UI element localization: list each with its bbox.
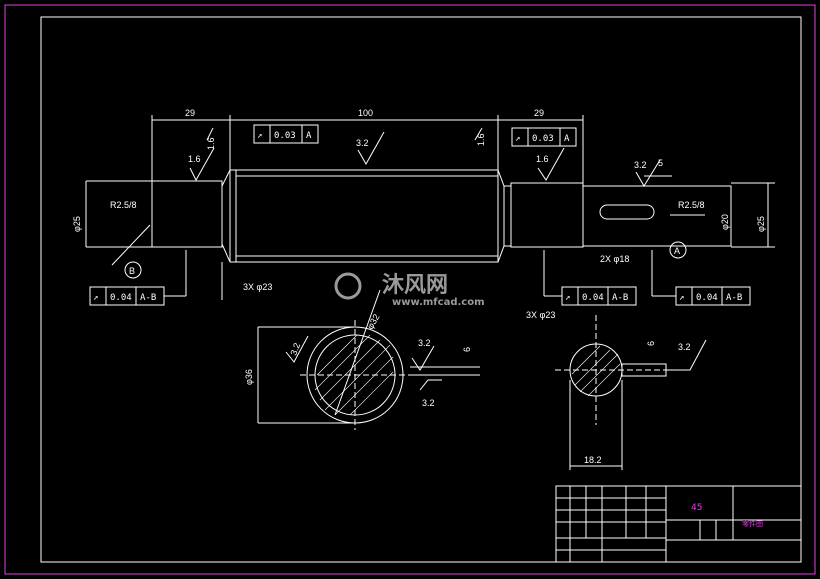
dim-groove-mid: 2X φ18 <box>600 254 629 264</box>
roughness-spline-left: 3.2 <box>288 342 302 357</box>
title-material: 45 <box>691 503 702 513</box>
dim-left-length: 29 <box>185 108 195 118</box>
runout-top-left-datum: A <box>306 131 312 141</box>
runout-bottom-right-symbol: ↗ <box>679 293 684 303</box>
runout-bottom-mid-datum: A-B <box>612 293 628 303</box>
dim-right-fillet: R2.5/8 <box>678 200 705 210</box>
roughness-r1: 1.6 <box>188 154 201 164</box>
runout-top-left-value: 0.03 <box>274 131 296 141</box>
runout-bottom-mid-symbol: ↗ <box>565 293 570 303</box>
roughness-spline-right: 3.2 <box>418 338 431 348</box>
dim-spline-small: 6 <box>462 347 472 352</box>
roughness-r3: 1.6 <box>476 133 486 146</box>
roughness-r4: 1.6 <box>536 154 549 164</box>
runout-bottom-left-symbol: ↗ <box>93 293 98 303</box>
runout-bottom-left-datum: A-B <box>140 293 156 303</box>
dim-left-diameter: φ25 <box>72 216 82 232</box>
roughness-r2: 1.6 <box>206 137 216 150</box>
runout-top-right-value: 0.03 <box>532 134 554 144</box>
dim-middle-length: 100 <box>358 108 373 118</box>
roughness-key-section: 3.2 <box>678 342 691 352</box>
dim-right-outer-diameter: φ25 <box>756 216 766 232</box>
dim-key-width: 6 <box>646 341 656 346</box>
roughness-spline-bottom: 3.2 <box>422 398 435 408</box>
runout-top-right-datum: A <box>564 134 570 144</box>
dim-left-fillet: R2.5/8 <box>110 200 137 210</box>
inner-frame <box>40 16 802 563</box>
dim-key-depth: 18.2 <box>584 455 602 465</box>
key-section-view <box>555 315 707 470</box>
roughness-center: 3.2 <box>356 138 369 148</box>
watermark-brand: 沐风网 <box>382 273 448 298</box>
key-hatch <box>571 345 621 397</box>
roughness-right-top: 3.2 <box>634 160 647 170</box>
outer-frame <box>4 4 816 575</box>
dim-right-length: 29 <box>534 108 544 118</box>
watermark: 沐风网 www.mfcad.com <box>334 272 485 308</box>
runout-bottom-right-value: 0.04 <box>696 293 718 303</box>
dim-groove-right: 3X φ23 <box>526 310 555 320</box>
dim-groove-left: 3X φ23 <box>243 282 272 292</box>
shaft-main-view <box>85 115 775 300</box>
runout-top-right-symbol: ↗ <box>515 134 520 144</box>
watermark-url: www.mfcad.com <box>392 297 485 308</box>
dim-spline-inner: φ32 <box>365 312 382 331</box>
runout-bottom-left-value: 0.04 <box>110 293 132 303</box>
datum-right-label: A <box>674 246 680 256</box>
spline-section-view <box>257 289 480 430</box>
watermark-logo-icon <box>334 272 362 300</box>
spline-hatch <box>314 334 394 416</box>
runout-bottom-right-datum: A-B <box>726 293 742 303</box>
title-part-name: 零件图 <box>742 519 763 528</box>
roughness-right-small: 5 <box>658 158 663 168</box>
runout-bottom-mid-value: 0.04 <box>582 293 604 303</box>
dim-spline-outer: φ36 <box>244 369 254 385</box>
datum-left-label: B <box>129 266 135 276</box>
runout-top-left-symbol: ↗ <box>257 131 262 141</box>
dim-right-inner-diameter: φ20 <box>720 214 730 230</box>
title-block <box>555 485 802 563</box>
tolerance-frames <box>89 124 751 306</box>
